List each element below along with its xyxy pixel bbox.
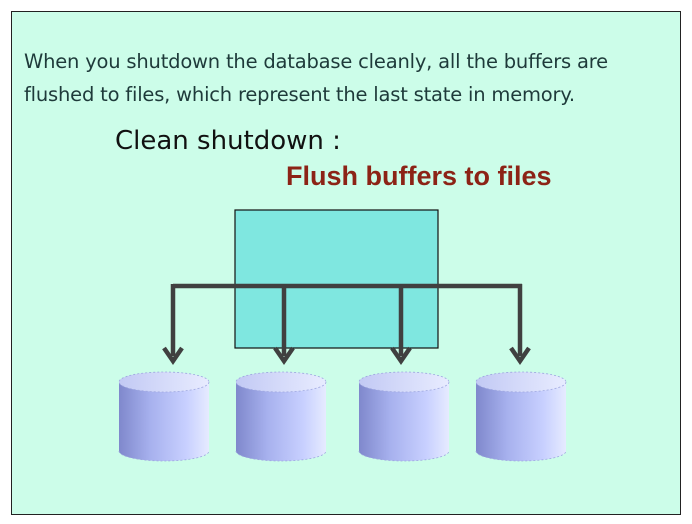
- flush-arrows: [162, 283, 531, 365]
- disk-4: [475, 371, 567, 462]
- slide: When you shutdown the database cleanly, …: [11, 11, 681, 515]
- subheading-flush-buffers: Flush buffers to files: [286, 161, 552, 191]
- arrow-head-4: [509, 346, 531, 365]
- disk-1: [118, 371, 210, 462]
- disk-3: [358, 371, 450, 462]
- arrow-head-2: [273, 346, 295, 365]
- arrow-head-3: [390, 346, 412, 365]
- disk-2: [235, 371, 327, 462]
- buffer-box: [234, 209, 439, 349]
- heading-clean-shutdown: Clean shutdown :: [115, 126, 341, 156]
- intro-text: When you shutdown the database cleanly, …: [24, 50, 608, 106]
- arrow-head-1: [162, 346, 184, 365]
- flush-diagram: [118, 209, 567, 462]
